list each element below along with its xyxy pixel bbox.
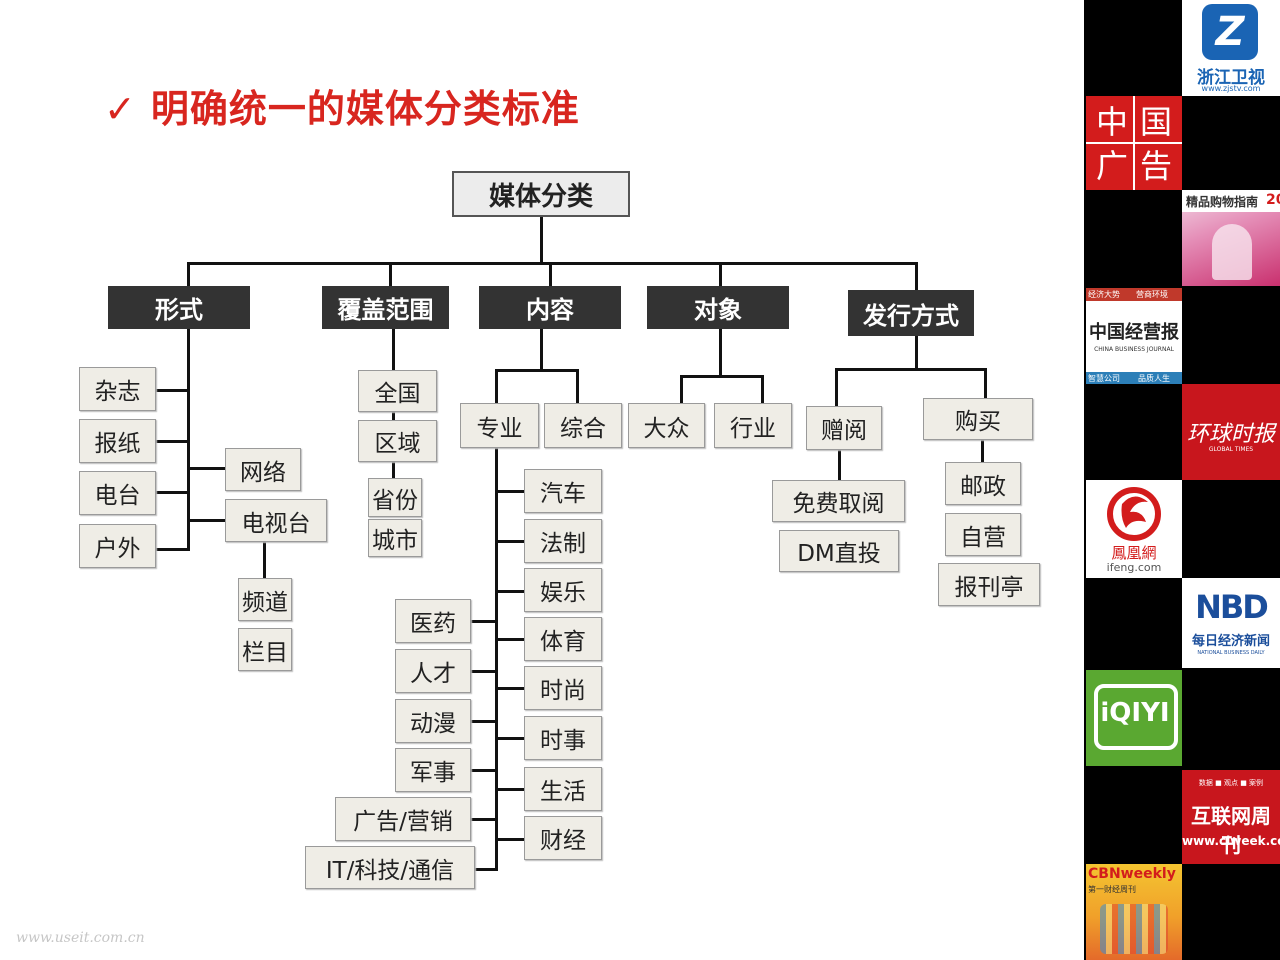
- shopping-guide-logo: 精品购物指南 20: [1182, 190, 1280, 286]
- shopping-guide-name: 精品购物指南: [1186, 195, 1259, 209]
- leaf-finance: 财经: [524, 816, 602, 860]
- cbj-top-2: 营商环境: [1136, 290, 1168, 299]
- leaf-self-operated: 自营: [945, 513, 1021, 556]
- iqiyi-logo: iQIYI: [1086, 670, 1182, 766]
- china-ad-char-1: 中: [1095, 103, 1128, 141]
- iqiyi-frame: [1094, 684, 1178, 750]
- leaf-comprehensive: 综合: [544, 403, 622, 448]
- cbj-top-1: 经济大势: [1088, 290, 1120, 299]
- leaf-column: 栏目: [238, 628, 292, 671]
- leaf-talent: 人才: [395, 649, 471, 693]
- nbd-logo: NBD 每日经济新闻 NATIONAL BUSINESS DAILY: [1182, 578, 1280, 668]
- leaf-animation: 动漫: [395, 699, 471, 743]
- category-distribution: 发行方式: [848, 290, 974, 336]
- cbj-name: 中国经营报: [1089, 322, 1179, 343]
- cbn-weekly-cover-art: [1100, 904, 1168, 954]
- leaf-radio: 电台: [79, 471, 156, 515]
- china-business-journal-logo: 经济大势 营商环境 中国经营报 CHINA BUSINESS JOURNAL 智…: [1086, 288, 1182, 384]
- cbj-top-band: [1086, 288, 1182, 301]
- china-advertising-logo: 中 国 广 告: [1086, 96, 1182, 190]
- china-ad-char-2: 国: [1139, 103, 1172, 141]
- ifeng-url: ifeng.com: [1106, 561, 1162, 574]
- watermark: www.useit.com.cn: [16, 930, 145, 946]
- shopping-guide-cover-figure: [1212, 224, 1252, 280]
- leaf-tv-station: 电视台: [225, 499, 327, 542]
- ifeng-logo: 鳳凰網 ifeng.com: [1086, 480, 1182, 578]
- china-ad-char-4: 告: [1139, 147, 1172, 185]
- root-node: 媒体分类: [452, 171, 630, 217]
- cbj-bottom-1: 智慧公司: [1088, 374, 1120, 383]
- ifeng-phoenix-icon: [1107, 487, 1161, 541]
- china-ad-char-3: 广: [1095, 147, 1128, 185]
- leaf-fashion: 时尚: [524, 666, 602, 710]
- leaf-entertainment: 娱乐: [524, 568, 602, 612]
- leaf-gift: 赠阅: [806, 406, 882, 450]
- internet-weekly-top: 数据 ■ 观点 ■ 案例: [1198, 779, 1264, 787]
- ifeng-name: 鳳凰網: [1111, 544, 1157, 562]
- leaf-law: 法制: [524, 519, 602, 563]
- zhejiang-tv-name: 浙江卫视: [1197, 68, 1265, 88]
- leaf-magazine: 杂志: [79, 367, 156, 411]
- leaf-industry: 行业: [714, 403, 792, 448]
- leaf-channel: 频道: [238, 578, 292, 621]
- leaf-life: 生活: [524, 767, 602, 811]
- category-content: 内容: [479, 286, 621, 329]
- leaf-post: 邮政: [945, 462, 1021, 505]
- leaf-province: 省份: [368, 478, 422, 517]
- leaf-current-affairs: 时事: [524, 716, 602, 760]
- shopping-guide-header: [1182, 190, 1280, 212]
- china-ad-divider-v: [1133, 96, 1135, 190]
- leaf-dm-direct: DM直投: [779, 530, 899, 572]
- leaf-it-tech-telecom: IT/科技/通信: [305, 846, 475, 889]
- nbd-english: NATIONAL BUSINESS DAILY: [1197, 650, 1265, 656]
- nbd-chinese: 每日经济新闻: [1191, 634, 1270, 649]
- iqiyi-name: iQIYI: [1100, 698, 1170, 728]
- leaf-advertising: 广告/营销: [335, 797, 471, 841]
- internet-weekly-logo: 数据 ■ 观点 ■ 案例 互联网周刊 www.ciweek.com: [1182, 770, 1280, 864]
- category-form: 形式: [108, 286, 250, 329]
- leaf-city: 城市: [368, 519, 422, 557]
- leaf-sports: 体育: [524, 617, 602, 661]
- leaf-outdoor: 户外: [79, 524, 156, 568]
- internet-weekly-url: www.ciweek.com: [1182, 834, 1280, 848]
- leaf-mass: 大众: [628, 403, 705, 448]
- internet-weekly-name: 互联网周刊: [1191, 804, 1271, 857]
- check-mark-icon: ✓: [104, 87, 137, 131]
- leaf-military: 军事: [395, 748, 471, 792]
- cbn-weekly-chinese: 第一财经周刊: [1088, 885, 1136, 894]
- cbj-english: CHINA BUSINESS JOURNAL: [1094, 346, 1174, 353]
- cbn-weekly-logo: CBNweekly 第一财经周刊: [1086, 864, 1182, 960]
- nbd-name: NBD: [1195, 588, 1269, 626]
- global-times-name: 环球时报: [1186, 422, 1275, 447]
- leaf-internet: 网络: [225, 448, 301, 491]
- cbn-weekly-name: CBNweekly: [1088, 866, 1176, 882]
- leaf-purchase: 购买: [923, 398, 1033, 440]
- category-audience: 对象: [647, 286, 789, 329]
- category-coverage: 覆盖范围: [322, 286, 449, 329]
- zhejiang-tv-url: www.zjstv.com: [1201, 84, 1261, 93]
- leaf-regional: 区域: [358, 420, 437, 462]
- global-times-english: GLOBAL TIMES: [1208, 446, 1254, 453]
- zhejiang-tv-z-icon: Z: [1202, 4, 1258, 60]
- shopping-guide-number: 20: [1266, 192, 1280, 208]
- slide-title: ✓ 明确统一的媒体分类标准: [104, 78, 580, 133]
- leaf-newsstand: 报刊亭: [938, 563, 1040, 606]
- leaf-medicine: 医药: [395, 599, 471, 643]
- zhejiang-tv-logo: Z 浙江卫视 www.zjstv.com: [1182, 0, 1280, 96]
- global-times-logo: 环球时报 GLOBAL TIMES: [1182, 384, 1280, 480]
- leaf-auto: 汽车: [524, 469, 602, 513]
- cbj-bottom-band: [1086, 372, 1182, 384]
- leaf-professional: 专业: [460, 403, 539, 448]
- cbj-bottom-2: 品质人生: [1138, 374, 1170, 383]
- leaf-newspaper: 报纸: [79, 419, 156, 463]
- leaf-national: 全国: [358, 370, 437, 412]
- slide-title-text: 明确统一的媒体分类标准: [150, 87, 580, 131]
- leaf-free-pickup: 免费取阅: [772, 480, 905, 522]
